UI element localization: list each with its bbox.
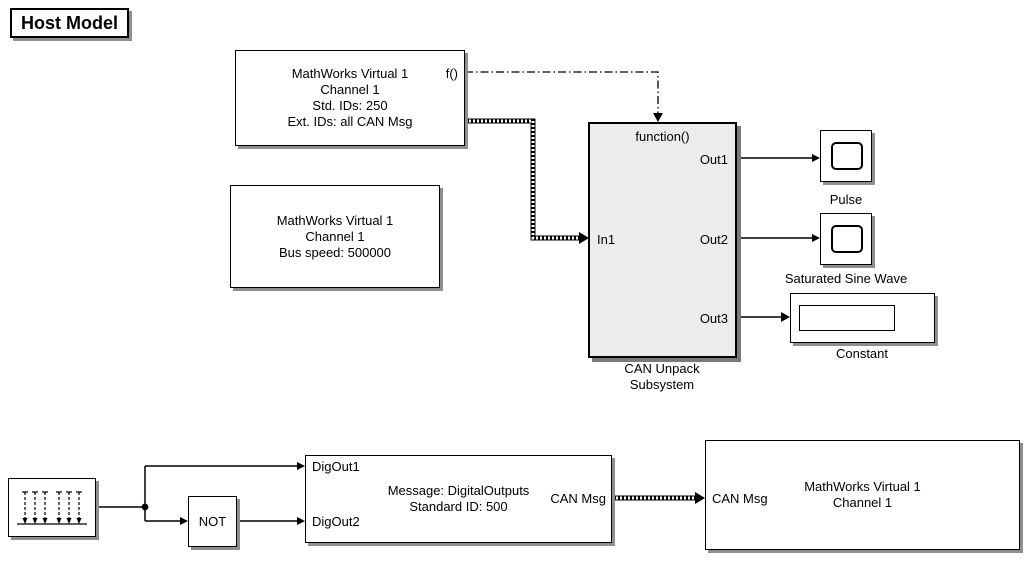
not-label: NOT (198, 513, 227, 529)
constant-display-block[interactable] (790, 293, 935, 343)
arrowhead-out2 (812, 234, 820, 242)
can-transmit-port-canmsg: CAN Msg (712, 491, 768, 506)
arrowhead-out1 (812, 154, 820, 162)
subsystem-caption: CAN Unpack Subsystem (624, 361, 699, 393)
can-unpack-subsystem-block[interactable]: function() In1 Out1 Out2 Out3 (588, 122, 737, 358)
wire-out3-constant[interactable] (737, 312, 790, 322)
subsystem-caption-line1: CAN Unpack (624, 361, 700, 376)
arrowhead-trigger (653, 113, 663, 122)
subsystem-port-out3: Out3 (699, 311, 728, 326)
can-config-line1: MathWorks Virtual 1 (276, 212, 394, 228)
pulse-scope-block[interactable] (820, 130, 872, 182)
wire-can-msg-to-transmit[interactable] (612, 492, 705, 504)
can-receive-text: MathWorks Virtual 1 Channel 1 Std. IDs: … (236, 51, 464, 145)
wire-out1-pulse[interactable] (737, 154, 820, 162)
can-receive-block[interactable]: MathWorks Virtual 1 Channel 1 Std. IDs: … (235, 50, 465, 146)
can-pack-block[interactable]: DigOut1 DigOut2 Message: DigitalOutputs … (305, 455, 612, 543)
model-title-text: Host Model (21, 13, 118, 33)
subsystem-caption-line2: Subsystem (629, 377, 695, 392)
can-transmit-line2: Channel 1 (832, 495, 893, 510)
wire-function-call-trigger[interactable] (465, 71, 663, 122)
can-pack-port-digout1: DigOut1 (312, 459, 360, 474)
can-configuration-text: MathWorks Virtual 1 Channel 1 Bus speed:… (231, 186, 439, 287)
wire-can-msg-to-unpack[interactable] (465, 118, 589, 244)
saturated-sine-scope-block[interactable] (820, 213, 872, 265)
can-receive-line1: MathWorks Virtual 1 (291, 66, 409, 81)
saturated-sine-scope-caption: Saturated Sine Wave (784, 271, 908, 286)
model-title: Host Model (10, 8, 129, 38)
can-pack-line2: Standard ID: 500 (409, 499, 508, 514)
digital-pattern-source-block[interactable] (8, 478, 96, 537)
arrowhead-digout1 (297, 462, 305, 470)
can-transmit-text: MathWorks Virtual 1 Channel 1 (706, 441, 1019, 549)
can-pack-port-digout2: DigOut2 (312, 514, 360, 529)
arrowhead-out3 (781, 312, 790, 322)
can-config-line3: Bus speed: 500000 (278, 244, 392, 260)
can-configuration-block[interactable]: MathWorks Virtual 1 Channel 1 Bus speed:… (230, 185, 440, 288)
not-operator-block[interactable]: NOT (188, 496, 237, 547)
constant-caption: Constant (835, 346, 889, 361)
function-call-port-label: f() (445, 66, 458, 81)
can-receive-line2: Channel 1 (320, 82, 380, 97)
wire-to-digout1[interactable] (145, 462, 305, 470)
wire-source-branch[interactable] (96, 466, 149, 521)
subsystem-port-in1: In1 (597, 232, 616, 247)
can-pack-line1: Message: DigitalOutputs (387, 483, 530, 498)
subsystem-port-out1: Out1 (699, 152, 728, 167)
wire-out2-saturated-sine[interactable] (737, 234, 820, 242)
scope-screen-icon (831, 142, 863, 170)
arrowhead-digout2 (297, 517, 305, 525)
can-pack-text: Message: DigitalOutputs Standard ID: 500 (306, 456, 611, 542)
arrowhead-in1 (579, 232, 589, 244)
can-transmit-line1: MathWorks Virtual 1 (804, 479, 921, 494)
scope-screen-icon (831, 225, 863, 253)
subsystem-function-header: function() (635, 129, 690, 144)
arrowhead-not-in (180, 517, 188, 525)
can-receive-line3: Std. IDs: 250 (312, 98, 388, 113)
pulse-scope-caption: Pulse (829, 192, 863, 207)
digital-pattern-icon (17, 491, 87, 525)
can-receive-line4: Ext. IDs: all CAN Msg (287, 114, 413, 129)
subsystem-port-out2: Out2 (699, 232, 728, 247)
can-config-line2: Channel 1 (305, 228, 365, 244)
can-pack-port-canmsg: CAN Msg (550, 491, 606, 506)
arrowhead-transmit (695, 492, 705, 504)
wire-to-not[interactable] (145, 517, 188, 525)
wire-not-to-digout2[interactable] (237, 517, 305, 525)
branch-dot (141, 503, 149, 511)
constant-value-box (799, 305, 895, 331)
can-transmit-block[interactable]: CAN Msg MathWorks Virtual 1 Channel 1 (705, 440, 1020, 550)
